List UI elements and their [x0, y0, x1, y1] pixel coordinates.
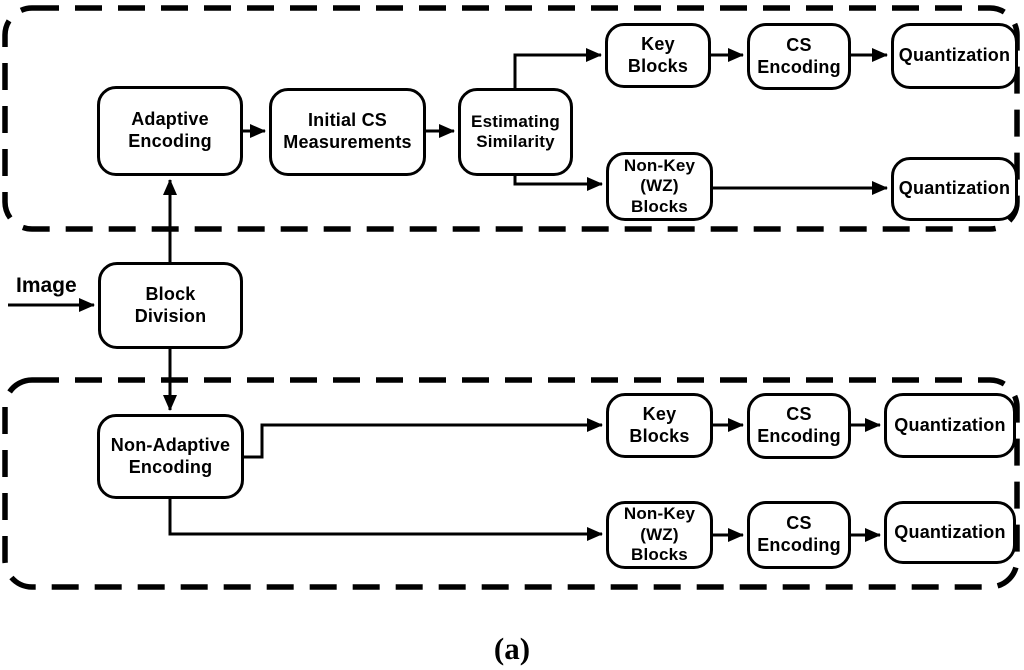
node-cs-encoding-top: CS Encoding — [747, 23, 851, 90]
node-quantization-nonkey-bottom: Quantization — [884, 501, 1016, 564]
arrow-non-adaptive-to-key-blocks — [244, 418, 603, 459]
node-adaptive-encoding: Adaptive Encoding — [97, 86, 243, 176]
node-quantization-key-top: Quantization — [891, 23, 1018, 89]
input-image-label: Image — [16, 274, 77, 297]
node-quantization-nonkey-top: Quantization — [891, 157, 1018, 221]
node-cs-encoding-key-bottom: CS Encoding — [747, 393, 851, 459]
node-key-blocks-top: Key Blocks — [605, 23, 711, 88]
adaptive-path-region-border — [2, 5, 1020, 232]
node-key-blocks-bottom: Key Blocks — [606, 393, 713, 458]
node-non-key-blocks-top: Non-Key (WZ) Blocks — [606, 152, 713, 221]
node-cs-encoding-nonkey-bottom: CS Encoding — [747, 501, 851, 569]
arrow-estimating-to-non-key-blocks — [513, 176, 603, 191]
node-estimating-similarity: Estimating Similarity — [458, 88, 573, 176]
arrow-estimating-to-key-blocks — [513, 48, 602, 88]
arrow-non-adaptive-to-non-key-blocks — [168, 499, 603, 541]
node-block-division: Block Division — [98, 262, 243, 349]
node-non-key-blocks-bottom: Non-Key (WZ) Blocks — [606, 501, 713, 569]
non-adaptive-path-region-border — [2, 377, 1020, 590]
node-non-adaptive-encoding: Non-Adaptive Encoding — [97, 414, 244, 499]
figure-caption: (a) — [493, 631, 531, 666]
node-initial-cs-measurements: Initial CS Measurements — [269, 88, 426, 176]
node-quantization-key-bottom: Quantization — [884, 393, 1016, 458]
